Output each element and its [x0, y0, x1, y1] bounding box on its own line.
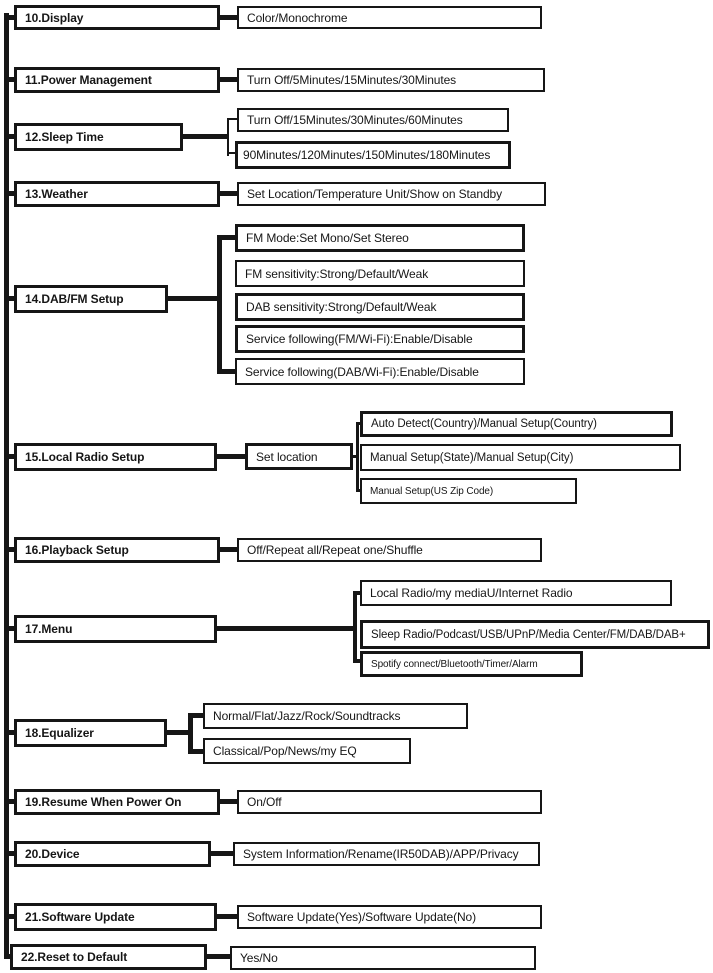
menu-item-12-sleep-time: 12.Sleep Time	[14, 123, 183, 151]
options-equalizer-2: Classical/Pop/News/my EQ	[203, 738, 411, 764]
menu-item-18-equalizer: 18.Equalizer	[14, 719, 167, 747]
connector-line	[353, 591, 357, 663]
connector-line	[219, 191, 238, 196]
connector-line	[219, 77, 238, 82]
connector-line	[229, 152, 236, 154]
options-weather: Set Location/Temperature Unit/Show on St…	[237, 182, 546, 206]
connector-line	[352, 455, 358, 458]
menu-item-13-weather: 13.Weather	[14, 181, 220, 207]
connector-line	[4, 77, 15, 82]
options-fm-sensitivity: FM sensitivity:Strong/Default/Weak	[235, 260, 525, 287]
options-local-radio-state-city: Manual Setup(State)/Manual Setup(City)	[360, 444, 681, 471]
menu-item-16-playback-setup: 16.Playback Setup	[14, 537, 220, 563]
options-menu-sources-2: Sleep Radio/Podcast/USB/UPnP/Media Cente…	[360, 620, 710, 649]
options-service-following-dab: Service following(DAB/Wi-Fi):Enable/Disa…	[235, 358, 525, 385]
connector-line	[210, 851, 234, 856]
connector-line	[219, 799, 238, 804]
connector-line	[356, 422, 361, 425]
connector-line	[219, 547, 238, 552]
options-dab-sensitivity: DAB sensitivity:Strong/Default/Weak	[235, 293, 525, 321]
menu-item-11-power-management: 11.Power Management	[14, 67, 220, 93]
menu-item-20-device: 20.Device	[14, 841, 211, 867]
connector-line	[216, 454, 246, 459]
options-software-update: Software Update(Yes)/Software Update(No)	[237, 905, 542, 929]
set-location-node: Set location	[245, 443, 353, 470]
connector-line	[4, 296, 15, 301]
options-equalizer-1: Normal/Flat/Jazz/Rock/Soundtracks	[203, 703, 468, 729]
connector-line	[166, 730, 192, 735]
connector-line	[355, 591, 361, 595]
connector-line	[4, 134, 15, 139]
connector-line	[206, 954, 231, 959]
options-device: System Information/Rename(IR50DAB)/APP/P…	[233, 842, 540, 866]
menu-item-21-software-update: 21.Software Update	[14, 903, 217, 931]
options-playback: Off/Repeat all/Repeat one/Shuffle	[237, 538, 542, 562]
connector-line	[217, 235, 222, 374]
connector-line	[191, 749, 203, 754]
connector-line	[4, 454, 15, 459]
options-reset: Yes/No	[230, 946, 536, 970]
connector-line	[356, 422, 359, 492]
connector-line	[222, 369, 235, 374]
connector-line	[4, 954, 11, 959]
connector-line	[222, 235, 235, 240]
menu-item-14-dab-fm-setup: 14.DAB/FM Setup	[14, 285, 168, 313]
connector-line	[188, 713, 193, 754]
connector-line	[4, 851, 15, 856]
menu-item-19-resume-when-power-on: 19.Resume When Power On	[14, 789, 220, 815]
options-fm-mode: FM Mode:Set Mono/Set Stereo	[235, 224, 525, 252]
options-power-management: Turn Off/5Minutes/15Minutes/30Minutes	[237, 68, 545, 92]
options-display: Color/Monochrome	[237, 6, 542, 29]
menu-item-15-local-radio-setup: 15.Local Radio Setup	[14, 443, 217, 471]
menu-item-22-reset-to-default: 22.Reset to Default	[10, 944, 207, 970]
connector-line	[167, 296, 221, 301]
connector-line	[4, 191, 15, 196]
options-service-following-fm: Service following(FM/Wi-Fi):Enable/Disab…	[235, 325, 525, 353]
menu-item-10-display: 10.Display	[14, 5, 220, 30]
connector-line	[229, 118, 237, 120]
connector-line	[4, 15, 15, 20]
options-sleep-time-1: Turn Off/15Minutes/30Minutes/60Minutes	[237, 108, 509, 132]
connector-line	[4, 626, 15, 631]
connector-line	[216, 914, 238, 919]
options-menu-sources-3: Spotify connect/Bluetooth/Timer/Alarm	[360, 651, 583, 677]
connector-line	[191, 713, 203, 718]
connector-line	[216, 626, 357, 631]
connector-line	[227, 118, 229, 156]
connector-line	[219, 15, 238, 20]
options-local-radio-zip: Manual Setup(US Zip Code)	[360, 478, 577, 504]
options-local-radio-country: Auto Detect(Country)/Manual Setup(Countr…	[360, 411, 673, 437]
options-menu-sources-1: Local Radio/my mediaU/Internet Radio	[360, 580, 672, 606]
connector-line	[182, 134, 229, 139]
connector-line	[4, 799, 15, 804]
connector-line	[355, 659, 361, 663]
connector-line	[356, 489, 361, 492]
tree-spine-line	[4, 13, 9, 959]
menu-item-17-menu: 17.Menu	[14, 615, 217, 643]
options-resume: On/Off	[237, 790, 542, 814]
connector-line	[4, 914, 15, 919]
options-sleep-time-2: 90Minutes/120Minutes/150Minutes/180Minut…	[235, 141, 511, 169]
connector-line	[4, 730, 15, 735]
connector-line	[4, 547, 15, 552]
